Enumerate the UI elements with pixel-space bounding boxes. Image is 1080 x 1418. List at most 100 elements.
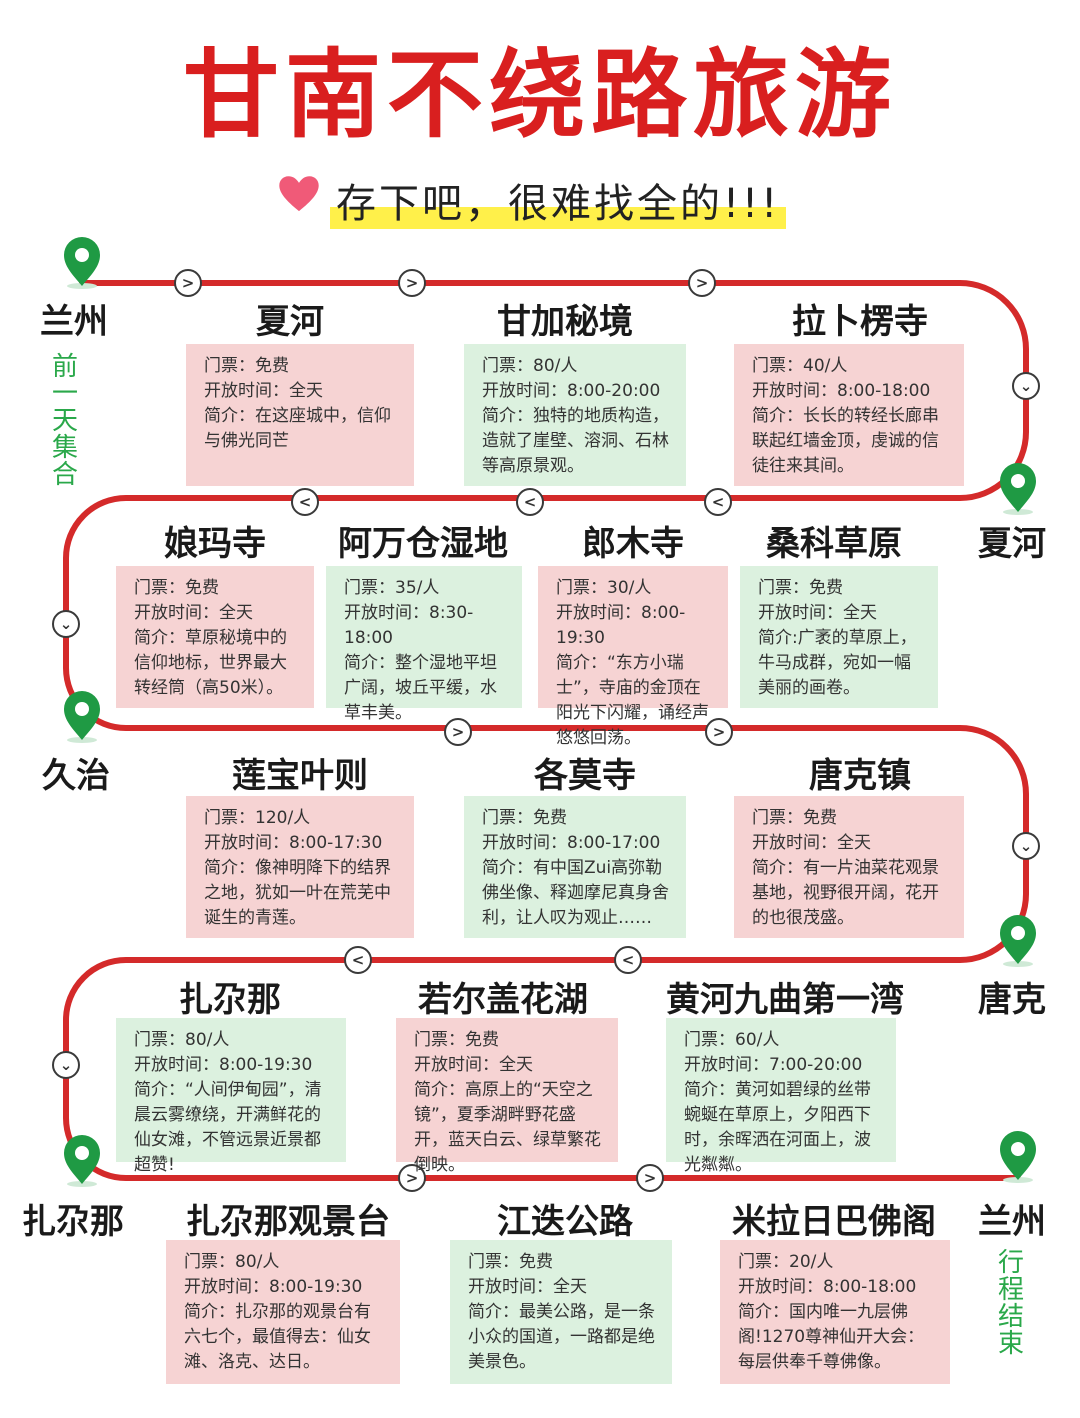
ticket-info: 门票：30/人: [556, 578, 652, 598]
arrow-down-icon: ⌄: [52, 610, 80, 638]
ticket-info: 门票：120/人: [204, 808, 311, 828]
hours-info: 开放时间：全天: [468, 1277, 587, 1297]
ticket-info: 门票：80/人: [134, 1030, 230, 1050]
hours-info: 开放时间：8:00-18:00: [752, 381, 931, 401]
stop-card: 门票：免费 开放时间：全天 简介:广袤的草原上，牛马成群，宛如一幅美丽的画卷。: [740, 566, 938, 708]
stop-name: 江迭公路: [497, 1202, 633, 1242]
waypoint-end: 兰州: [978, 1202, 1046, 1242]
hours-info: 开放时间：8:00-20:00: [482, 381, 661, 401]
stop-card: 门票：80/人 开放时间：8:00-19:30 简介：扎尕那的观景台有六七个，最…: [166, 1240, 400, 1384]
end-note: 行程结束: [997, 1248, 1024, 1359]
hours-info: 开放时间：8:00-19:30: [184, 1277, 363, 1297]
hours-info: 开放时间：全天: [204, 381, 323, 401]
stop-card: 门票：免费 开放时间：全天 简介：在这座城中，信仰与佛光同芒: [186, 344, 414, 486]
intro-info: 简介：扎尕那的观景台有六七个，最值得去：仙女滩、洛克、达日。: [184, 1302, 371, 1372]
arrow-left-icon: <: [704, 488, 732, 516]
stop-card: 门票：35/人 开放时间：8:30-18:00 简介：整个湿地平坦广阔，坡丘平缓…: [326, 566, 522, 723]
stop-card: 门票：80/人 开放时间：8:00-19:30 简介：“人间伊甸园”，清晨云雾缭…: [116, 1018, 346, 1175]
ticket-info: 门票：80/人: [482, 356, 578, 376]
stop-name: 莲宝叶则: [232, 756, 368, 796]
intro-info: 简介：“东方小瑞士”，寺庙的金顶在阳光下闪耀，诵经声悠悠回荡。: [556, 653, 709, 748]
intro-info: 简介：长长的转经长廊串联起红墙金顶，虔诚的信徒往来其间。: [752, 406, 939, 476]
heart-icon: [279, 176, 319, 212]
waypoint-jiuzhi: 久治: [42, 756, 110, 796]
hours-info: 开放时间：8:00-17:00: [482, 833, 661, 853]
page-title: 甘南不绕路旅游: [183, 39, 897, 151]
intro-info: 简介：草原秘境中的信仰地标，世界最大转经筒（高50米）。: [134, 628, 287, 698]
stop-card: 门票：免费 开放时间：全天 简介：高原上的“天空之镜”，夏季湖畔野花盛开，蓝天白…: [396, 1018, 618, 1175]
arrow-right-icon: >: [636, 1164, 664, 1192]
stop-card: 门票：120/人 开放时间：8:00-17:30 简介：像神明降下的结界之地，犹…: [186, 796, 414, 938]
arrow-right-icon: >: [705, 718, 733, 746]
stop-card: 门票：免费 开放时间：全天 简介：有一片油菜花观景基地，视野很开阔，花开的也很茂…: [734, 796, 964, 938]
hours-info: 开放时间：8:00-18:00: [738, 1277, 917, 1297]
arrow-right-icon: >: [688, 269, 716, 297]
stop-name: 桑科草原: [766, 524, 902, 564]
arrow-left-icon: <: [291, 488, 319, 516]
ticket-info: 门票：35/人: [344, 578, 440, 598]
ticket-info: 门票：免费: [134, 578, 219, 598]
subtitle: 存下吧，很难找全的!!!: [330, 171, 787, 229]
stop-name: 黄河九曲第一湾: [666, 980, 904, 1020]
intro-info: 简介：像神明降下的结界之地，犹如一叶在荒芜中诞生的青莲。: [204, 858, 391, 928]
stop-name: 唐克镇: [809, 756, 911, 796]
stop-card: 门票：60/人 开放时间：7:00-20:00 简介：黄河如碧绿的丝带蜿蜒在草原…: [666, 1018, 896, 1175]
arrow-right-icon: >: [444, 718, 472, 746]
intro-info: 简介：“人间伊甸园”，清晨云雾缭绕，开满鲜花的仙女滩，不管远景近景都超赞!: [134, 1080, 322, 1175]
intro-info: 简介：有一片油菜花观景基地，视野很开阔，花开的也很茂盛。: [752, 858, 939, 928]
arrow-left-icon: <: [344, 946, 372, 974]
ticket-info: 门票：免费: [204, 356, 289, 376]
hours-info: 开放时间：8:00-17:30: [204, 833, 383, 853]
arrow-right-icon: >: [174, 269, 202, 297]
stop-card: 门票：免费 开放时间：全天 简介：草原秘境中的信仰地标，世界最大转经筒（高50米…: [116, 566, 314, 708]
stop-name: 娘玛寺: [164, 524, 266, 564]
hours-info: 开放时间：全天: [758, 603, 877, 623]
intro-info: 简介：黄河如碧绿的丝带蜿蜒在草原上，夕阳西下时，余晖洒在河面上，波光粼粼。: [684, 1080, 871, 1175]
waypoint-xiahe: 夏河: [978, 524, 1046, 564]
stop-name: 各莫寺: [534, 756, 636, 796]
intro-info: 简介：有中国Zui高弥勒佛坐像、释迦摩尼真身舍利，让人叹为观止……: [482, 858, 669, 928]
ticket-info: 门票：免费: [468, 1252, 553, 1272]
stop-name: 扎尕那: [179, 980, 281, 1020]
arrow-right-icon: >: [398, 1164, 426, 1192]
ticket-info: 门票：免费: [482, 808, 567, 828]
intro-info: 简介：国内唯一九层佛阁!1270尊神仙开大会：每层供奉千尊佛像。: [738, 1302, 925, 1372]
stop-name: 若尔盖花湖: [418, 980, 588, 1020]
intro-info: 简介：独特的地质构造，造就了崖壁、溶洞、石林等高原景观。: [482, 406, 669, 476]
stop-name: 阿万仓湿地: [338, 524, 508, 564]
arrow-down-icon: ⌄: [1012, 832, 1040, 860]
ticket-info: 门票：免费: [752, 808, 837, 828]
ticket-info: 门票：40/人: [752, 356, 848, 376]
hours-info: 开放时间：全天: [414, 1055, 533, 1075]
stop-name: 拉卜楞寺: [792, 302, 928, 342]
intro-info: 简介:广袤的草原上，牛马成群，宛如一幅美丽的画卷。: [758, 628, 917, 698]
arrow-down-icon: ⌄: [1012, 372, 1040, 400]
hours-info: 开放时间：全天: [134, 603, 253, 623]
stop-name: 夏河: [256, 302, 324, 342]
stop-name: 甘加秘境: [497, 302, 633, 342]
intro-info: 简介：最美公路，是一条小众的国道，一路都是绝美景色。: [468, 1302, 655, 1372]
stop-card: 门票：免费 开放时间：8:00-17:00 简介：有中国Zui高弥勒佛坐像、释迦…: [464, 796, 686, 938]
hours-info: 开放时间：8:00-19:30: [556, 603, 686, 648]
waypoint-tangke: 唐克: [978, 980, 1046, 1020]
stop-name: 郎木寺: [582, 524, 684, 564]
waypoint-zhagana: 扎尕那: [22, 1202, 124, 1242]
stop-card: 门票：40/人 开放时间：8:00-18:00 简介：长长的转经长廊串联起红墙金…: [734, 344, 964, 486]
ticket-info: 门票：免费: [414, 1030, 499, 1050]
location-pin-icon: [64, 237, 100, 289]
stop-card: 门票：80/人 开放时间：8:00-20:00 简介：独特的地质构造，造就了崖壁…: [464, 344, 686, 486]
location-pin-icon: [1000, 915, 1036, 967]
location-pin-icon: [1000, 463, 1036, 515]
arrow-right-icon: >: [398, 269, 426, 297]
hours-info: 开放时间：7:00-20:00: [684, 1055, 863, 1075]
hours-info: 开放时间：8:30-18:00: [344, 603, 474, 648]
arrow-left-icon: <: [516, 488, 544, 516]
stop-card: 门票：免费 开放时间：全天 简介：最美公路，是一条小众的国道，一路都是绝美景色。: [450, 1240, 672, 1384]
ticket-info: 门票：80/人: [184, 1252, 280, 1272]
stop-card: 门票：30/人 开放时间：8:00-19:30 简介：“东方小瑞士”，寺庙的金顶…: [538, 566, 728, 748]
waypoint-start: 兰州: [40, 302, 108, 342]
ticket-info: 门票：60/人: [684, 1030, 780, 1050]
hours-info: 开放时间：全天: [752, 833, 871, 853]
stop-name: 扎尕那观景台: [186, 1202, 390, 1242]
